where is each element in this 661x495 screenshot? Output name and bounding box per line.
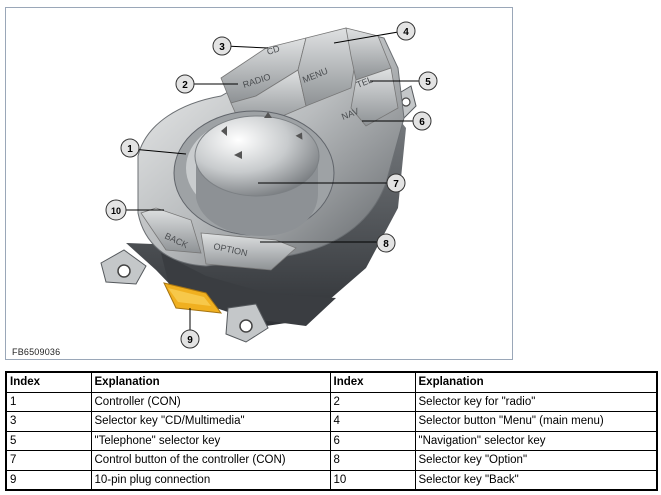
callout-6: 6 (412, 111, 432, 131)
legend-header-row: Index Explanation Index Explanation (5, 371, 658, 393)
table-row: 5 "Telephone" selector key 6 "Navigation… (5, 430, 658, 451)
cell-index: 1 (5, 391, 92, 412)
callouts: 1 2 3 4 5 6 7 8 9 10 (105, 21, 438, 349)
svg-text:7: 7 (393, 179, 399, 190)
cell-explanation: "Telephone" selector key (90, 430, 331, 451)
svg-text:9: 9 (187, 335, 193, 346)
svg-text:3: 3 (219, 42, 225, 53)
controller-figure: CD RADIO MENU TEL NAV BACK OPTION (5, 7, 513, 360)
cell-explanation: "Navigation" selector key (414, 430, 658, 451)
svg-text:8: 8 (383, 239, 389, 250)
cell-index: 9 (5, 469, 92, 491)
table-row: 9 10-pin plug connection 10 Selector key… (5, 469, 658, 491)
svg-text:6: 6 (419, 117, 425, 128)
key-label-cd: CD (266, 43, 282, 57)
callout-5: 5 (418, 71, 438, 91)
table-row: 7 Control button of the controller (CON)… (5, 450, 658, 471)
callout-2: 2 (175, 74, 195, 94)
callout-8: 8 (376, 233, 396, 253)
plug-connector (163, 282, 223, 314)
table-row: 3 Selector key "CD/Multimedia" 4 Selecto… (5, 411, 658, 432)
cell-index: 6 (329, 430, 416, 451)
callout-10: 10 (105, 199, 127, 221)
cell-index: 5 (5, 430, 92, 451)
cell-explanation: Selector key "CD/Multimedia" (90, 411, 331, 432)
cell-index: 7 (5, 450, 92, 471)
header-index: Index (329, 371, 416, 393)
cell-explanation: Controller (CON) (90, 391, 331, 412)
callout-lines (118, 30, 426, 337)
svg-text:4: 4 (403, 27, 409, 38)
header-index: Index (5, 371, 92, 393)
figure-id: FB6509036 (12, 347, 61, 357)
table-row: 1 Controller (CON) 2 Selector key for "r… (5, 391, 658, 412)
header-explanation: Explanation (90, 371, 331, 393)
cell-explanation: Selector key "Option" (414, 450, 658, 471)
controller-illustration: CD RADIO MENU TEL NAV BACK OPTION (100, 21, 438, 349)
callout-9: 9 (180, 329, 200, 349)
svg-text:5: 5 (425, 77, 431, 88)
rotary-knob (173, 110, 335, 236)
cell-explanation: Control button of the controller (CON) (90, 450, 331, 471)
cell-explanation: Selector key "Back" (414, 469, 658, 491)
cell-index: 3 (5, 411, 92, 432)
callout-1: 1 (120, 138, 140, 158)
controller-housing (100, 85, 417, 343)
cell-index: 8 (329, 450, 416, 471)
cell-index: 10 (329, 469, 416, 491)
cell-explanation: Selector key for "radio" (414, 391, 658, 412)
cell-index: 2 (329, 391, 416, 412)
header-explanation: Explanation (414, 371, 658, 393)
cell-explanation: 10-pin plug connection (90, 469, 331, 491)
callout-4: 4 (396, 21, 416, 41)
svg-text:2: 2 (182, 80, 188, 91)
callout-3: 3 (212, 36, 232, 56)
svg-text:10: 10 (111, 206, 121, 216)
callout-7: 7 (386, 173, 406, 193)
svg-text:1: 1 (127, 144, 133, 155)
cell-index: 4 (329, 411, 416, 432)
legend-table: Index Explanation Index Explanation 1 Co… (5, 371, 658, 491)
cell-explanation: Selector button "Menu" (main menu) (414, 411, 658, 432)
